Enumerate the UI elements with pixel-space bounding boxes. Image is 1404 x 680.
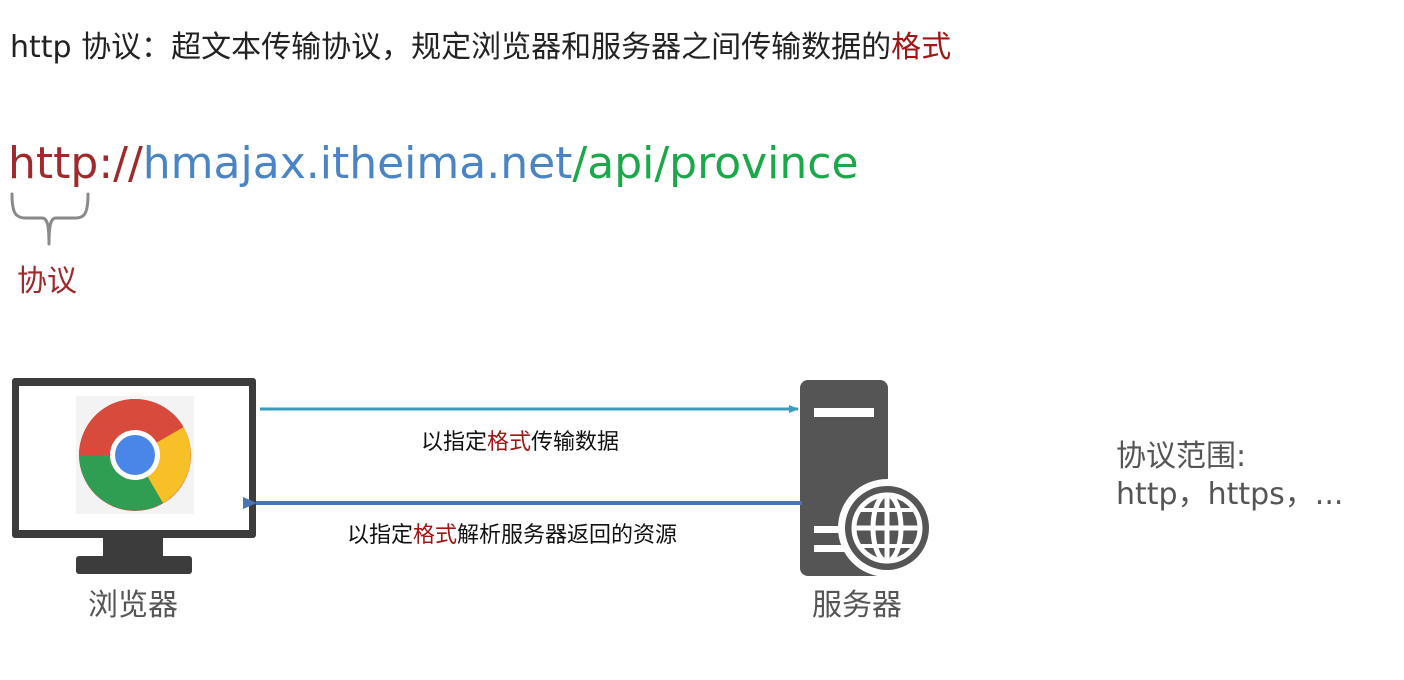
response-label-before: 以指定 — [347, 523, 414, 548]
protocol-scope-title: 协议范围: — [1116, 439, 1247, 474]
browser-caption: 浏览器 — [88, 588, 178, 623]
server-icon — [800, 380, 936, 577]
example-url: http://hmajax.itheima.net/api/province — [8, 136, 859, 192]
globe-icon — [838, 479, 936, 577]
url-domain: hmajax.itheima.net — [142, 138, 573, 189]
request-label-highlight: 格式 — [487, 430, 532, 455]
chrome-logo-icon — [76, 396, 194, 514]
protocol-scope: 协议范围: http，https，... — [1116, 438, 1343, 514]
request-label: 以指定格式传输数据 — [421, 428, 619, 458]
protocol-scope-items: http，https，... — [1116, 477, 1344, 512]
response-label-highlight: 格式 — [413, 523, 458, 548]
request-label-after: 传输数据 — [531, 430, 620, 455]
response-label: 以指定格式解析服务器返回的资源 — [347, 521, 677, 551]
protocol-label: 协议 — [17, 264, 77, 299]
response-label-after: 解析服务器返回的资源 — [457, 523, 678, 548]
server-caption: 服务器 — [812, 588, 902, 623]
protocol-brace — [10, 192, 90, 246]
browser-icon — [12, 378, 256, 574]
url-protocol: http:// — [8, 138, 143, 189]
title-text: http 协议：超文本传输协议，规定浏览器和服务器之间传输数据的 — [10, 30, 892, 65]
title-highlight: 格式 — [891, 30, 952, 65]
url-path: /api/province — [572, 138, 859, 189]
page-title: http 协议：超文本传输协议，规定浏览器和服务器之间传输数据的格式 — [10, 28, 951, 68]
request-label-before: 以指定 — [421, 430, 488, 455]
